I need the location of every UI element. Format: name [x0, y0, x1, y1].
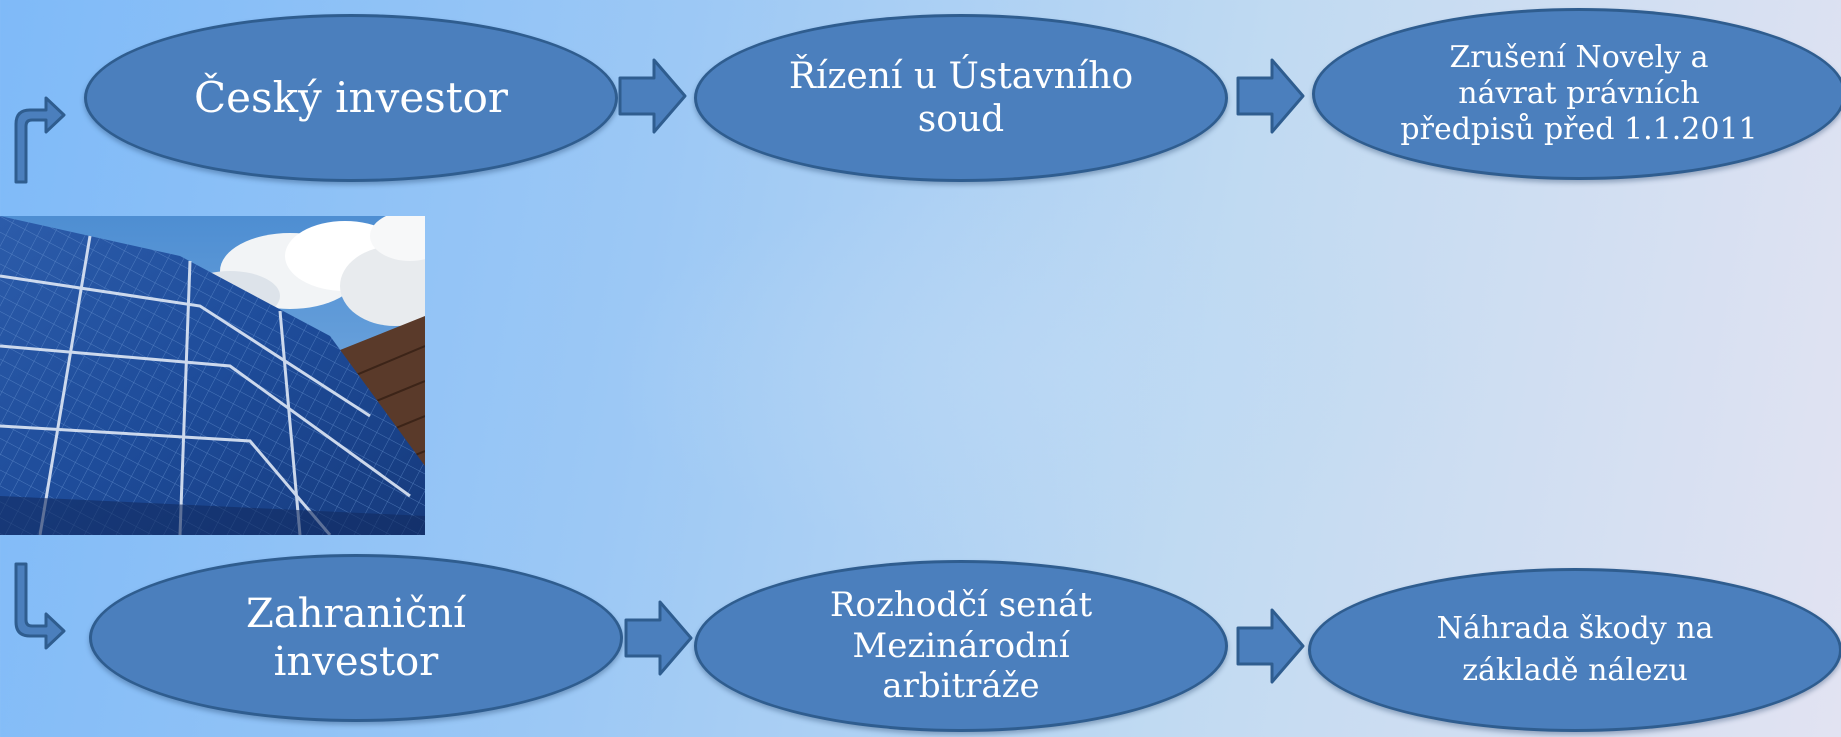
- node-novel-repeal-label: Zrušení Novely a návrat právních předpis…: [1400, 40, 1758, 147]
- solar-panels-image: [0, 216, 425, 535]
- node-constitutional-court: Řízení u Ústavního soud: [694, 14, 1228, 182]
- arrow-right-icon: [1236, 608, 1305, 684]
- node-foreign-investor-label: Zahraniční investor: [246, 591, 466, 685]
- arrow-right-icon: [624, 600, 693, 676]
- node-constitutional-court-label: Řízení u Ústavního soud: [788, 55, 1134, 140]
- bent-up-arrow-icon: [14, 96, 66, 184]
- node-foreign-investor: Zahraniční investor: [89, 554, 623, 722]
- background-glow: [600, 180, 1500, 560]
- node-damages-compensation-label: Náhrada škody na základě nálezu: [1436, 611, 1714, 688]
- arrow-right-icon: [618, 58, 687, 134]
- node-damages-compensation: Náhrada škody na základě nálezu: [1308, 568, 1841, 732]
- node-czech-investor-label: Český investor: [194, 72, 508, 122]
- node-novel-repeal: Zrušení Novely a návrat právních předpis…: [1312, 8, 1841, 180]
- node-arbitration-tribunal: Rozhodčí senát Mezinárodní arbitráže: [694, 560, 1228, 732]
- node-arbitration-tribunal-label: Rozhodčí senát Mezinárodní arbitráže: [829, 584, 1093, 707]
- arrow-right-icon: [1236, 58, 1305, 134]
- bent-down-arrow-icon: [14, 562, 66, 650]
- node-czech-investor: Český investor: [84, 14, 618, 182]
